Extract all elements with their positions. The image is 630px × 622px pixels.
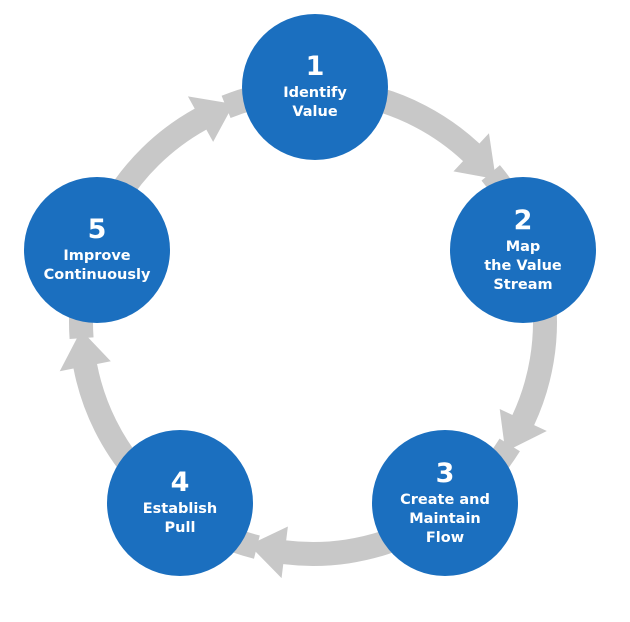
step-label: Improve Continuously: [43, 248, 151, 283]
arrow-step-5-to-1: [101, 96, 234, 212]
step-label: Identify Value: [283, 85, 347, 120]
step-3-node: 3 Create and Maintain Flow: [372, 430, 518, 576]
step-number: 5: [87, 214, 107, 245]
step-1-node: 1 Identify Value: [242, 14, 388, 160]
arrow-step-3-to-4: [249, 522, 413, 579]
step-4-node: 4 Establish Pull: [107, 430, 253, 576]
step-label: Map the Value Stream: [484, 238, 562, 293]
step-number: 1: [305, 51, 325, 82]
step-number: 4: [170, 467, 190, 498]
arrow-step-4-to-5: [59, 330, 150, 486]
step-label: Establish Pull: [142, 501, 218, 536]
arrow-step-1-to-2: [358, 83, 496, 180]
step-label: Create and Maintain Flow: [400, 491, 490, 546]
step-number: 2: [513, 204, 533, 236]
step-number: 3: [435, 457, 455, 489]
step-5-node: 5 Improve Continuously: [24, 177, 170, 323]
step-2-node: 2 Map the Value Stream: [450, 177, 596, 323]
arrow-step-2-to-3: [499, 296, 557, 452]
